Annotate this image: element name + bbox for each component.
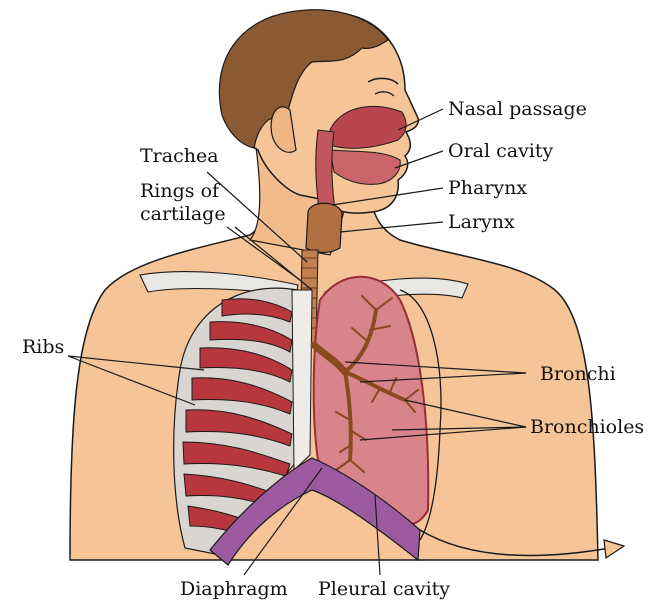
ear [270,106,297,153]
label-bronchi: Bronchi [540,363,616,385]
bronchial-tree [310,295,419,473]
exhale-arrow [419,529,611,557]
right-rib-edges [399,289,442,541]
larynx-shape [305,202,343,254]
label-cartilage: cartilage [140,203,226,225]
label-oral-cavity: Oral cavity [448,140,554,162]
left-ribs [182,298,293,537]
label-ribs: Ribs [22,336,65,358]
oral-cavity-shape [329,149,401,185]
leader-lines [67,108,527,576]
hair [218,9,389,149]
label-trachea: Trachea [140,145,219,167]
label-pharynx: Pharynx [448,177,528,199]
eye [374,91,395,97]
exhale-arrow-head [603,539,626,560]
label-diaphragm: Diaphragm [180,578,288,600]
lung [312,275,430,527]
label-larynx: Larynx [448,211,515,233]
sternum [291,289,313,472]
label-pleural-cavity: Pleural cavity [318,578,451,600]
diaphragm-shape [209,457,421,566]
label-bronchioles: Bronchioles [530,416,645,438]
eyebrow [367,77,399,85]
label-rings-of: Rings of [140,180,220,202]
label-nasal-passage: Nasal passage [448,98,587,120]
